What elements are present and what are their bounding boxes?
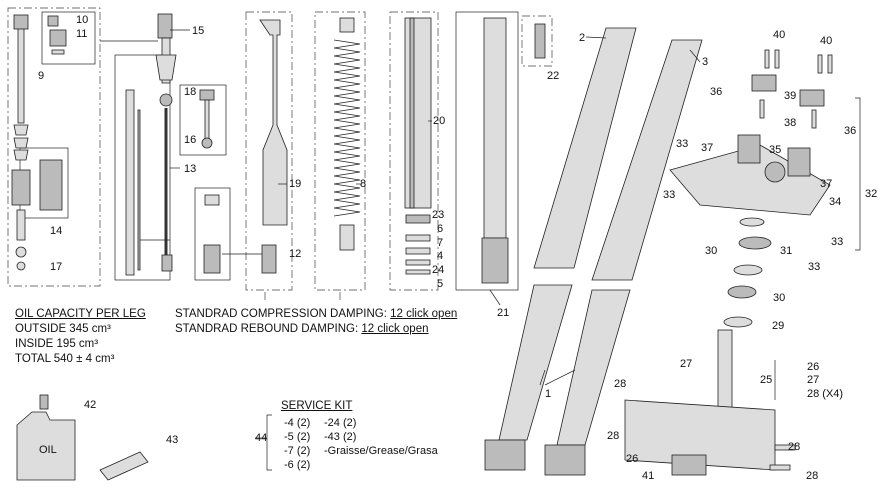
callout-18: 18 (184, 86, 197, 98)
callout-23: 23 (432, 209, 445, 221)
callout-14: 14 (50, 225, 63, 237)
callout-2: 2 (579, 32, 586, 44)
callout-17: 17 (50, 261, 63, 273)
callout-27: 27 (680, 358, 693, 370)
callout-11: 11 (76, 28, 88, 40)
detail-box-10-11 (41, 11, 96, 65)
service-kit-item: -4 (2) (284, 417, 311, 429)
grease-tube (99, 451, 149, 481)
group-25-item: 28 (X4) (807, 388, 844, 400)
service-kit-item: -5 (2) (284, 431, 311, 443)
callout-25: 25 (760, 374, 773, 386)
callout-30b: 30 (773, 292, 786, 304)
callout-32: 32 (865, 188, 878, 200)
callout-28d: 28 (806, 470, 819, 482)
callout-20: 20 (433, 115, 446, 127)
rebound-damping-value: 12 click open (361, 323, 429, 335)
callout-6: 6 (437, 223, 444, 235)
callout-7: 7 (437, 237, 444, 249)
callout-37a: 37 (701, 142, 714, 154)
callout-8: 8 (360, 178, 367, 190)
callout-42: 42 (84, 399, 97, 411)
callout-10: 10 (76, 14, 89, 26)
detail-box-16-18 (179, 84, 227, 156)
service-kit-item: -24 (2) (324, 417, 357, 429)
callout-26: 26 (626, 453, 639, 465)
compression-damping-value: 12 click open (390, 308, 458, 320)
callout-15: 15 (192, 25, 205, 37)
compression-damping: STANDRAD COMPRESSION DAMPING: 12 click o… (175, 308, 457, 321)
callout-1: 1 (545, 388, 552, 400)
detail-box-22 (521, 15, 553, 67)
oil-capacity-total: TOTAL 540 ± 4 cm³ (15, 353, 115, 365)
callout-33b: 33 (663, 189, 676, 201)
spring-box-8 (314, 11, 366, 291)
compression-damping-label: STANDRAD COMPRESSION DAMPING: (175, 308, 387, 320)
callout-44: 44 (255, 432, 268, 444)
slider-box-20 (389, 11, 439, 291)
tube-box-19 (245, 11, 293, 291)
callout-16: 16 (184, 134, 197, 146)
callout-3: 3 (702, 56, 709, 68)
callout-33d: 33 (808, 261, 821, 273)
callout-22: 22 (547, 70, 560, 82)
service-kit-item: -Graisse/Grease/Grasa (324, 445, 438, 457)
detail-box-12 (194, 187, 231, 281)
service-kit-title: SERVICE KIT (281, 400, 353, 412)
rebound-damping: STANDRAD REBOUND DAMPING: 12 click open (175, 323, 429, 336)
oil-capacity-title: OIL CAPACITY PER LEG (15, 308, 146, 320)
callout-30a: 30 (705, 245, 718, 257)
rebound-damping-label: STANDRAD REBOUND DAMPING: (175, 323, 359, 335)
service-kit-item: -6 (2) (284, 459, 311, 471)
callout-33a: 33 (676, 138, 689, 150)
outer-box-21 (455, 11, 519, 291)
callout-21: 21 (497, 307, 510, 319)
callout-9: 9 (38, 70, 45, 82)
callout-4: 4 (437, 250, 444, 262)
callout-40a: 40 (773, 29, 786, 41)
callout-38: 38 (784, 117, 797, 129)
service-kit-item: -7 (2) (284, 445, 311, 457)
callout-19: 19 (289, 178, 302, 190)
callout-33c: 33 (831, 236, 844, 248)
cartridge-group-box (7, 7, 101, 287)
oil-capacity-inside: INSIDE 195 cm³ (15, 338, 99, 350)
callout-41: 41 (642, 470, 655, 482)
group-25-item: 26 (807, 361, 820, 373)
callout-40b: 40 (820, 35, 833, 47)
callout-5: 5 (437, 278, 444, 290)
service-kit-item: -43 (2) (324, 431, 357, 443)
callout-36a: 36 (710, 86, 723, 98)
callout-28b: 28 (607, 430, 620, 442)
callout-36b: 36 (844, 125, 857, 137)
group-25-item: 27 (807, 374, 820, 386)
callout-24: 24 (432, 264, 445, 276)
oil-capacity-outside: OUTSIDE 345 cm³ (15, 323, 111, 335)
callout-28c: 28 (788, 441, 801, 453)
callout-35: 35 (769, 144, 782, 156)
fork-tube-2 (533, 27, 637, 269)
callout-13: 13 (184, 163, 197, 175)
callout-12: 12 (289, 248, 302, 260)
callout-37b: 37 (820, 178, 833, 190)
oil-bottle (16, 411, 76, 481)
oil-bottle-label: OIL (39, 444, 57, 456)
callout-43: 43 (166, 434, 179, 446)
callout-39: 39 (784, 90, 797, 102)
callout-31: 31 (780, 245, 793, 257)
callout-29: 29 (772, 320, 785, 332)
callout-28a: 28 (614, 378, 627, 390)
rod-box-13 (114, 54, 171, 281)
callout-34: 34 (829, 196, 842, 208)
fork-tube-3 (591, 39, 703, 281)
